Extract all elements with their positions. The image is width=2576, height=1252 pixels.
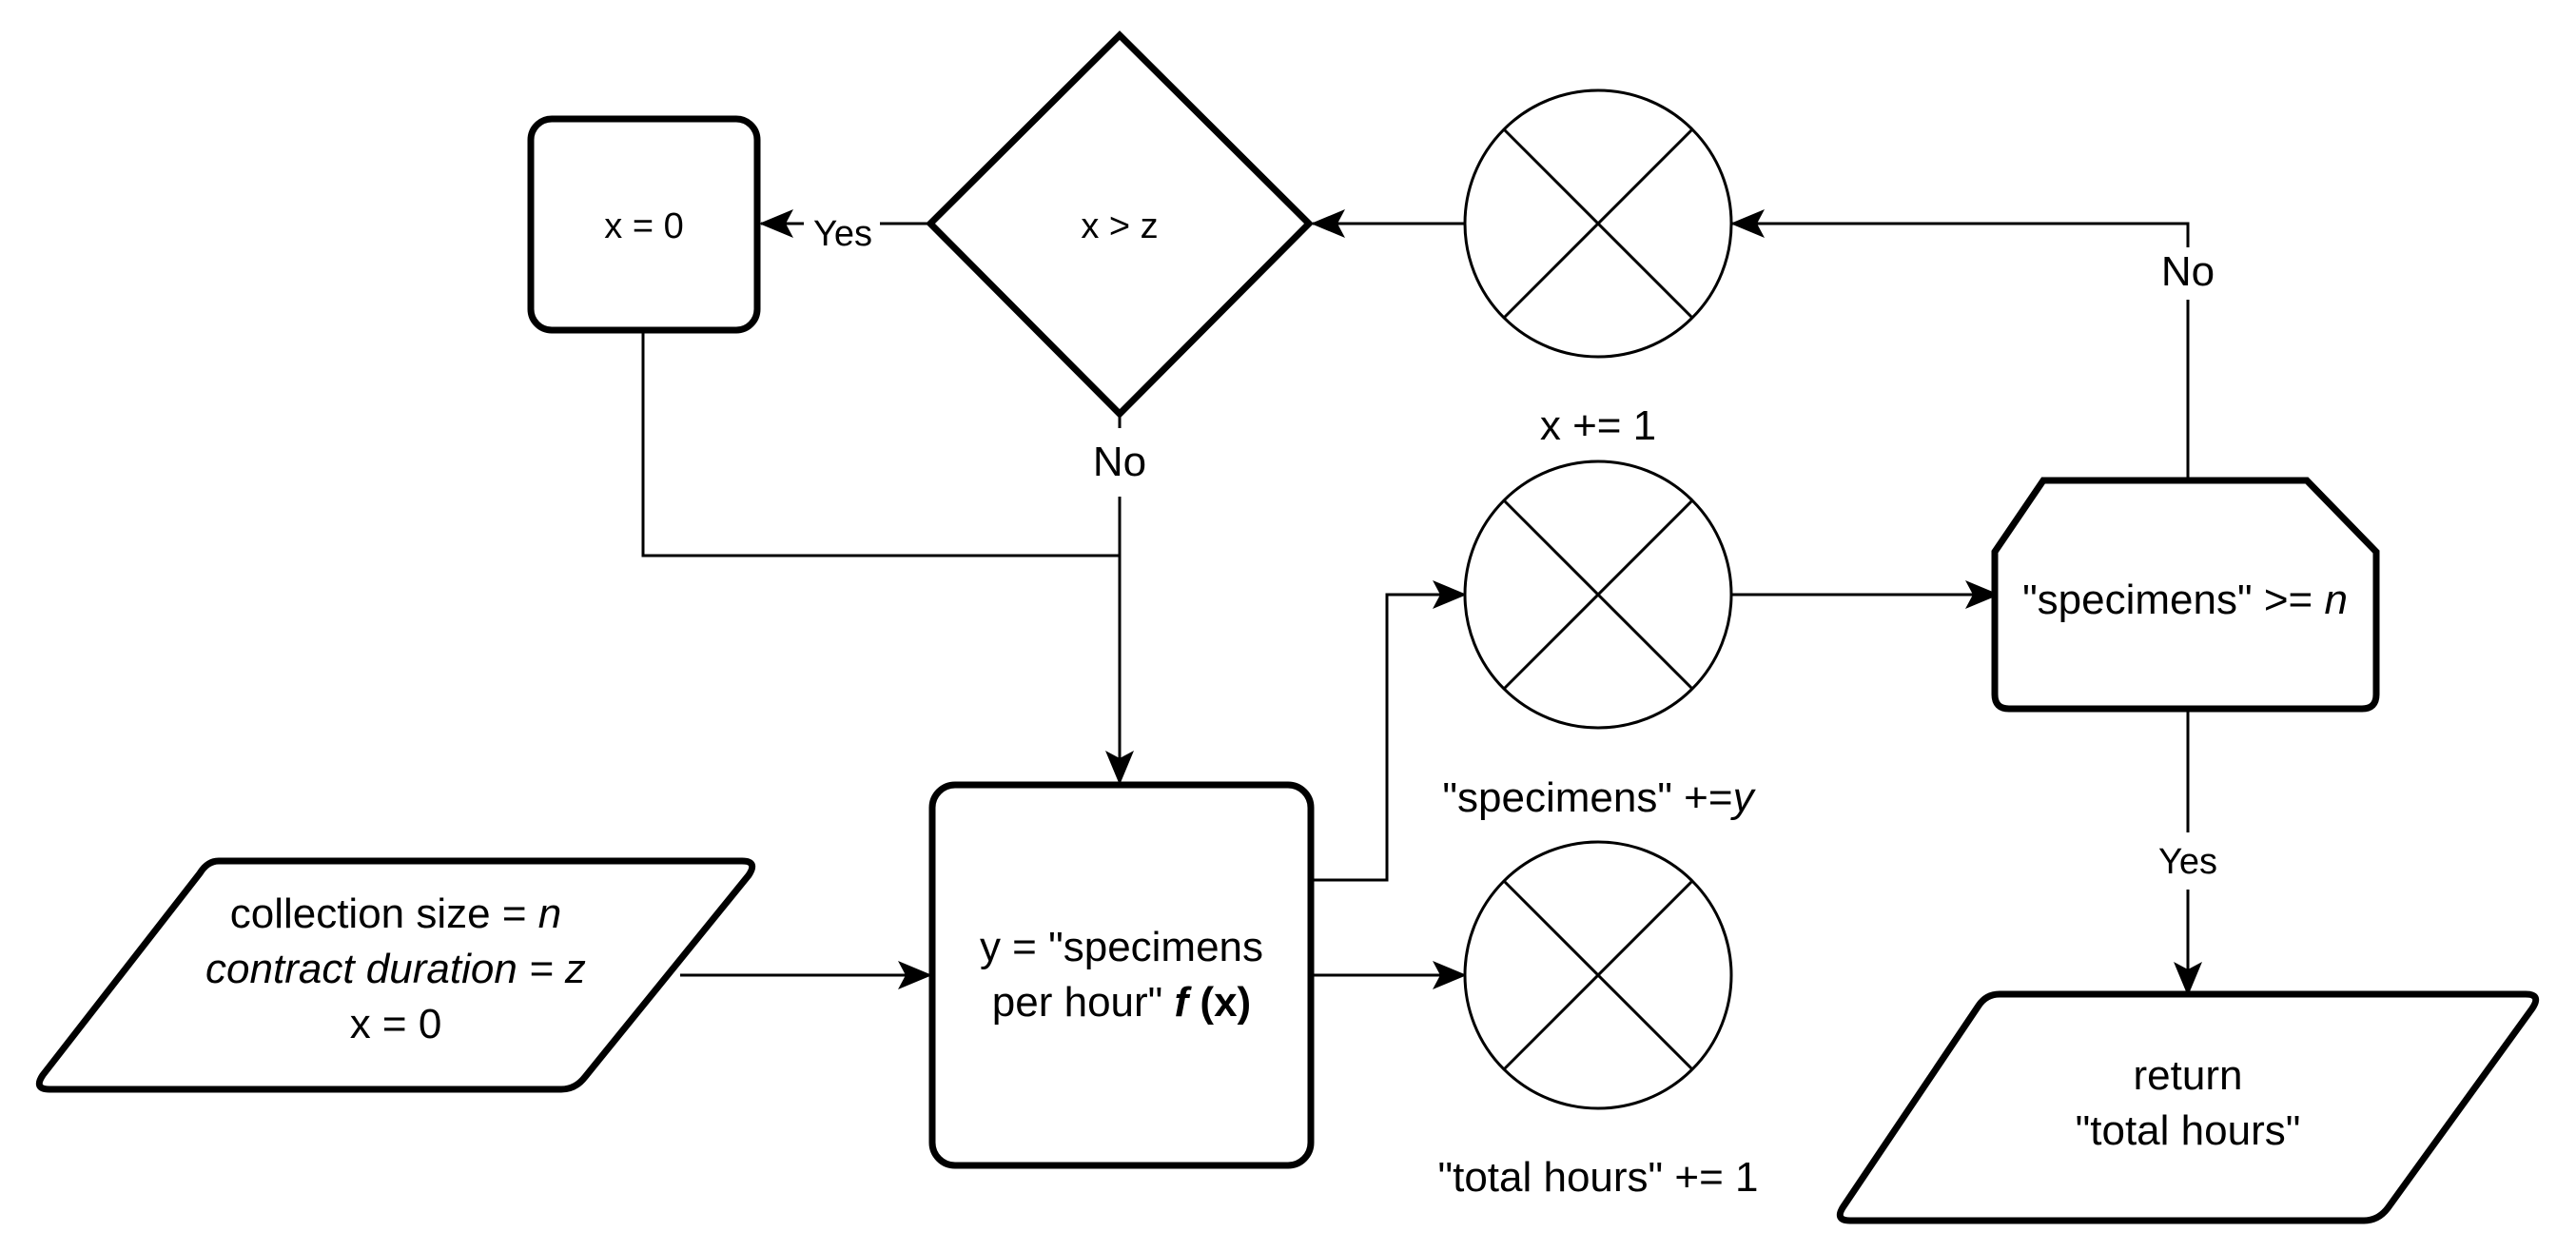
increment-circle: [1463, 460, 1733, 730]
process-line1: y = "specimens: [980, 924, 1263, 970]
add-specimens-annotation: "specimens" +=y: [1442, 774, 1756, 821]
reset-x-label: x = 0: [604, 206, 683, 246]
output-node: return "total hours": [1836, 990, 2540, 1224]
increment-x-annotation: x += 1: [1540, 402, 1656, 449]
decision-no-label: No: [1093, 439, 1146, 485]
input-line1: collection size = n: [230, 890, 562, 937]
check-yes-label: Yes: [2158, 842, 2217, 882]
check-specimens-label: "specimens" >= n: [2022, 577, 2348, 623]
edge-reset-to-junction: [641, 331, 1120, 558]
input-line2: contract duration = z: [205, 946, 586, 992]
decision-yes-label: Yes: [813, 214, 872, 254]
input-node: collection size = n contract duration = …: [35, 857, 756, 1093]
reset-x-node: x = 0: [527, 115, 761, 334]
process-node: y = "specimens per hour" f (x): [928, 781, 1315, 1169]
top-summing-circle: [1463, 88, 1733, 359]
edges: [641, 209, 2202, 996]
add-hours-annotation: "total hours" += 1: [1437, 1154, 1758, 1201]
decision-node: x > z: [926, 30, 1314, 419]
edge-process-to-specimens: [1313, 580, 1467, 882]
input-line3: x = 0: [350, 1001, 442, 1047]
output-line2: "total hours": [2076, 1107, 2301, 1154]
process-line2: per hour" f (x): [992, 979, 1251, 1026]
edge-check-no-upper: [1730, 209, 2190, 247]
hours-circle: [1463, 840, 1733, 1110]
output-line1: return: [2134, 1052, 2243, 1099]
check-specimens-node: "specimens" >= n: [1991, 477, 2380, 713]
decision-label: x > z: [1081, 206, 1158, 246]
check-no-label: No: [2161, 248, 2215, 295]
